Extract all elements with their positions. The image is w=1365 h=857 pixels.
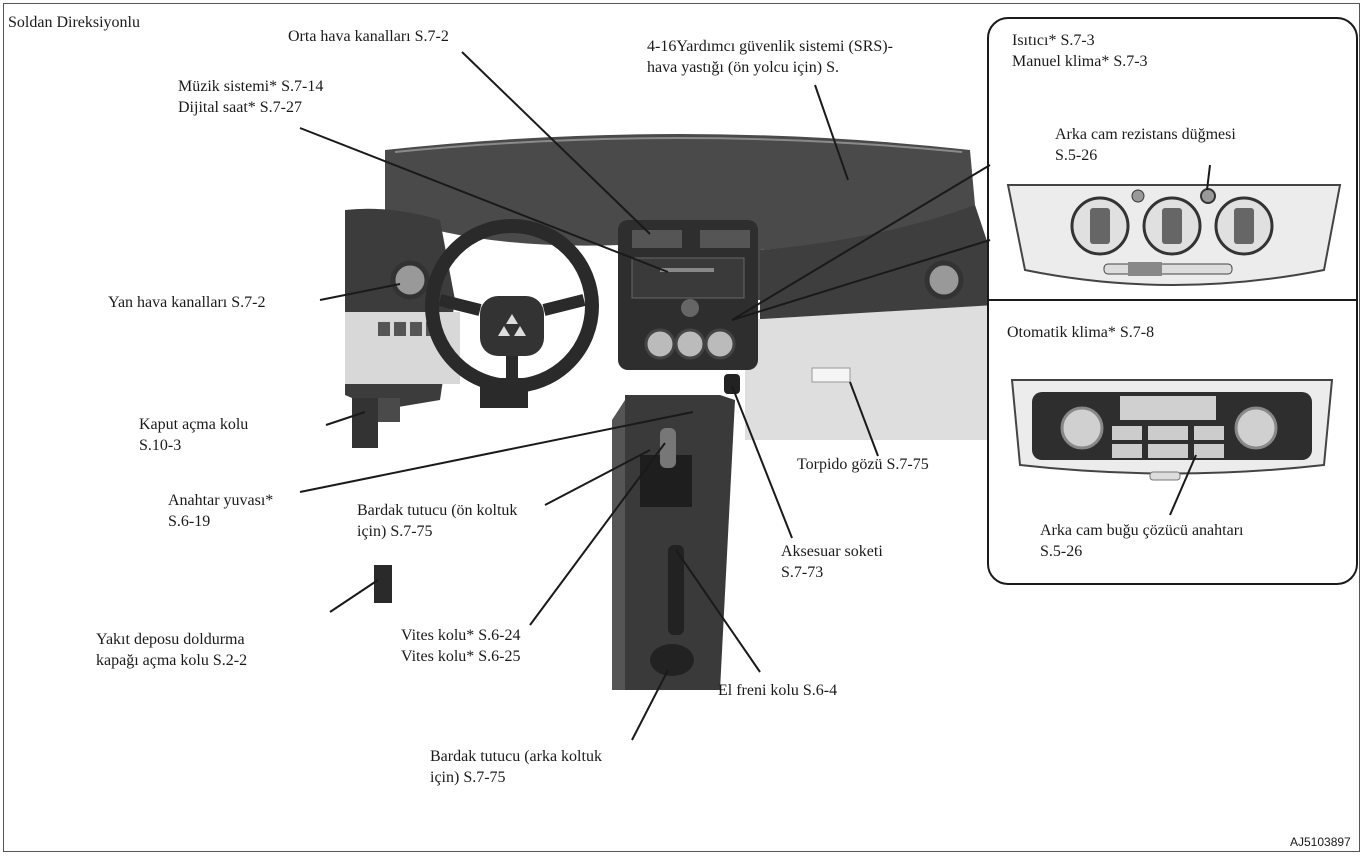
label-cup-holder-front: Bardak tutucu (ön koltuk için) S.7-75 — [357, 502, 518, 540]
label-hood-release: Kaput açma kolu S.10-3 — [139, 416, 249, 454]
center-vent-left — [632, 230, 682, 248]
passenger-trim — [745, 305, 1000, 440]
figure-code: AJ5103897 — [1290, 835, 1351, 849]
dashboard-top-highlight — [394, 137, 963, 153]
leader-music-clock — [299, 127, 669, 273]
rear-defog-auto-leader — [1169, 454, 1197, 516]
dashboard-top — [385, 134, 975, 300]
label-side-vents: Yan hava kanalları S.7-2 — [108, 294, 266, 311]
console-left-shade — [612, 400, 625, 690]
glove-box-handle — [811, 367, 851, 383]
label-parking-brake: El freni kolu S.6-4 — [718, 682, 838, 699]
figure-frame — [3, 3, 1360, 852]
label-fuel-door: Yakıt deposu doldurma kapağı açma kolu S… — [96, 631, 248, 669]
label-accessory-socket: Aksesuar soketi S.7-73 — [781, 543, 883, 581]
side-vent-left — [390, 260, 430, 300]
leader-hood-release — [325, 411, 366, 426]
parking-brake-lever — [668, 545, 684, 635]
label-heater-manual: Isıtıcı* S.7-3 Manuel klima* S.7-3 — [1012, 32, 1148, 70]
leader-center-vents — [461, 51, 651, 235]
label-glove-box: Torpido gözü S.7-75 — [797, 456, 929, 473]
auto-climate-panel — [1010, 379, 1334, 481]
label-center-vents: Orta hava kanalları S.7-2 — [288, 28, 449, 45]
label-rear-defog-switch: Arka cam rezistans düğmesi S.5-26 — [1055, 126, 1236, 164]
steering-column — [480, 378, 528, 408]
accessory-socket — [724, 374, 740, 394]
leader-key-slot — [299, 411, 694, 493]
rear-defog-button — [1200, 188, 1216, 204]
center-vent-right — [700, 230, 750, 248]
label-shift-lever: Vites kolu* S.6-24 Vites kolu* S.6-25 — [401, 627, 521, 665]
leader-accessory — [731, 385, 793, 539]
leader-parking-brake — [675, 549, 761, 673]
radio-knob — [681, 299, 699, 317]
steering-wheel — [425, 219, 599, 393]
leader-glove-box — [849, 381, 879, 457]
rear-defog-auto-button — [1194, 444, 1224, 458]
label-key-slot: Anahtar yuvası* S.6-19 — [168, 492, 274, 530]
inset-connector-bottom — [731, 239, 991, 321]
inset-connector-top — [731, 164, 991, 321]
leader-cup-front — [544, 449, 651, 506]
label-srs-airbag: 4-16Yardımcı güvenlik sistemi (SRS)- hav… — [647, 38, 893, 76]
side-vent-right — [924, 260, 964, 300]
leader-cup-rear — [631, 669, 669, 741]
label-cup-holder-rear: Bardak tutucu (arka koltuk için) S.7-75 — [430, 748, 602, 786]
hood-release-lever — [352, 398, 378, 448]
rear-defog-leader — [1206, 164, 1211, 191]
leader-srs-airbag — [814, 84, 849, 181]
leader-lines — [299, 51, 879, 741]
shift-knob — [660, 428, 676, 468]
climate-knobs — [644, 328, 736, 360]
rear-cup-holder — [650, 644, 694, 676]
fuel-door-lever — [374, 565, 392, 603]
radio-slot — [660, 268, 714, 272]
section-title: Soldan Direksiyonlu — [8, 14, 140, 31]
leader-shift — [529, 442, 666, 626]
label-rear-defog-auto: Arka cam buğu çözücü anahtarı S.5-26 — [1040, 522, 1244, 560]
manual-climate-panel — [1006, 184, 1342, 286]
label-auto-climate: Otomatik klima* S.7-8 — [1007, 324, 1155, 341]
leader-side-vents — [319, 283, 401, 301]
leader-fuel-door — [329, 579, 379, 613]
label-music-clock: Müzik sistemi* S.7-14 Dijital saat* S.7-… — [178, 78, 324, 116]
